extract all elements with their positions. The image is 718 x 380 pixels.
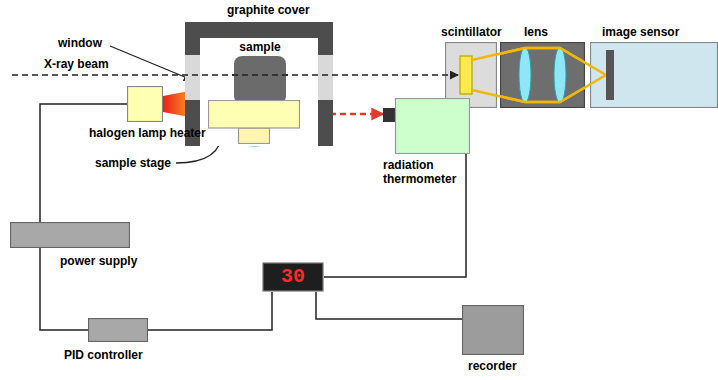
pid-controller: PID controller bbox=[88, 318, 148, 342]
sample-stage: sample stage bbox=[208, 100, 300, 144]
heater-lamp bbox=[128, 87, 163, 122]
x-ray-beam-line bbox=[230, 74, 290, 76]
halogen-heater: halogen lamp heater bbox=[127, 86, 163, 122]
part-label: PID controller bbox=[64, 348, 143, 362]
device-box bbox=[463, 306, 524, 355]
recorder: recorder bbox=[462, 305, 524, 355]
radiation-thermometer: radiation thermometer bbox=[383, 98, 470, 154]
signal-wire bbox=[324, 154, 466, 277]
leader-line bbox=[110, 46, 192, 80]
stage-plate bbox=[209, 101, 300, 129]
thermometer-lens bbox=[383, 108, 395, 122]
part-label: recorder bbox=[468, 359, 517, 373]
window-pane bbox=[185, 55, 200, 100]
sample-body bbox=[234, 56, 286, 104]
part-label: lens bbox=[524, 25, 548, 39]
part-label: sample stage bbox=[95, 156, 171, 170]
window-pane bbox=[318, 55, 333, 100]
cover-wall bbox=[318, 38, 333, 146]
light-ray bbox=[590, 48, 606, 102]
part-label: halogen lamp heater bbox=[89, 126, 206, 140]
signal-wire bbox=[148, 292, 272, 330]
device-box bbox=[89, 319, 148, 342]
part-label: scintillator bbox=[441, 25, 502, 39]
light-ray bbox=[472, 48, 497, 102]
display-value: 30 bbox=[262, 267, 324, 287]
sensor-chip bbox=[606, 50, 614, 100]
part-label: power supply bbox=[60, 254, 137, 268]
part-label: sample bbox=[230, 40, 290, 54]
image-sensor: image sensor bbox=[590, 42, 718, 108]
image-sensor-outline bbox=[590, 42, 718, 108]
x-ray-beam-line bbox=[12, 74, 458, 76]
pid-controller-outline bbox=[88, 318, 148, 342]
part-label: X-ray beam bbox=[44, 57, 109, 71]
display-panel bbox=[263, 263, 323, 291]
cover-top bbox=[185, 22, 333, 38]
x-ray-beam-line bbox=[445, 74, 458, 76]
lens-unit-outline bbox=[500, 42, 585, 108]
optical-lens bbox=[554, 47, 566, 103]
lens-unit: lens bbox=[500, 42, 585, 108]
part-label: radiation thermometer bbox=[383, 158, 461, 186]
sample: sample bbox=[230, 40, 290, 106]
radiation-thermometer-outline bbox=[383, 98, 470, 154]
part-label: window bbox=[58, 36, 102, 50]
power-supply: power supply bbox=[10, 222, 130, 248]
device-box bbox=[11, 223, 130, 248]
camera-body bbox=[591, 43, 718, 108]
cover-interior bbox=[185, 22, 333, 146]
thermometer-body bbox=[396, 99, 470, 154]
scintillator-crystal bbox=[460, 56, 472, 94]
stage-shaft bbox=[239, 128, 270, 144]
power-supply-outline bbox=[10, 222, 130, 248]
part-label: image sensor bbox=[602, 25, 679, 39]
recorder-outline bbox=[462, 305, 524, 355]
sample-stage-outline bbox=[208, 100, 300, 144]
lens-housing bbox=[501, 43, 585, 108]
optical-lens bbox=[519, 47, 531, 103]
part-label: graphite cover bbox=[227, 3, 310, 17]
light-ray bbox=[500, 48, 585, 102]
signal-wire bbox=[316, 292, 462, 319]
temperature-display: 30 bbox=[262, 262, 324, 292]
graphite-cover: samplesample stagegraphite cover bbox=[185, 22, 333, 146]
light-ray bbox=[500, 48, 585, 102]
halogen-heater-outline bbox=[127, 86, 163, 122]
